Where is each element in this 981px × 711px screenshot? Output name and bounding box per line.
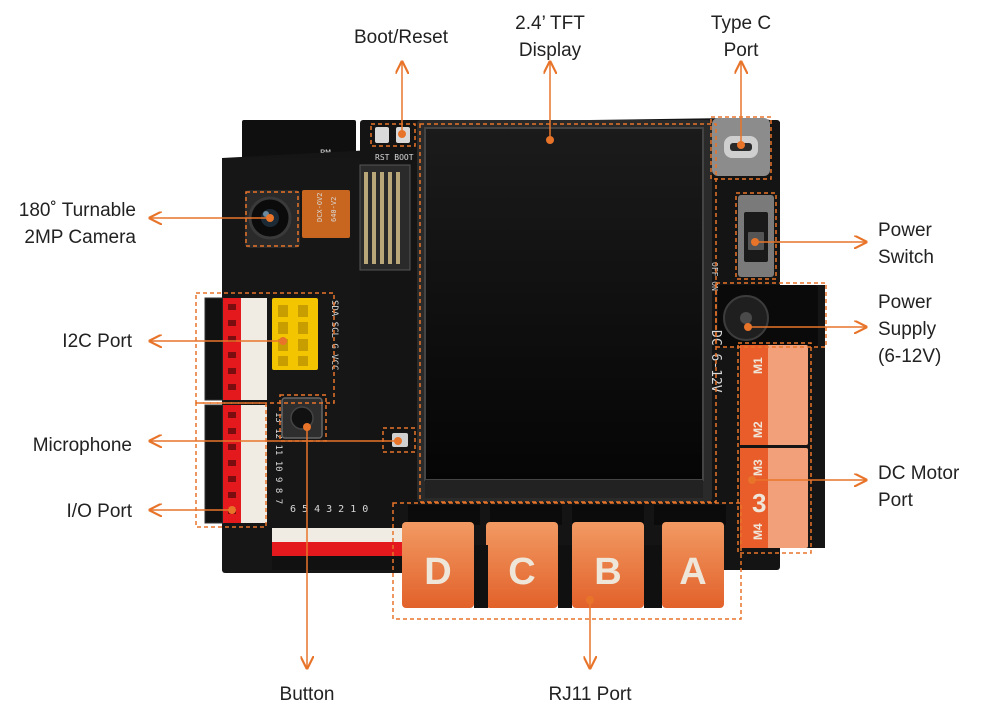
motor-label-m4: M4 [751, 523, 765, 540]
silk-io-side: 13 12 11 10 9 8 7 [273, 412, 283, 504]
dot-power-supply [744, 323, 752, 331]
callout-microphone: Microphone [0, 432, 132, 459]
rj11-ports: D C B A [402, 505, 726, 608]
dot-rj11 [586, 596, 594, 604]
silk-switch: OFF ON [710, 262, 719, 291]
io-port-box [195, 402, 267, 528]
callout-camera-line-2: 2MP Camera [24, 227, 136, 248]
leader-dots [228, 130, 759, 604]
dot-microphone [394, 437, 402, 445]
microphone-box [382, 427, 416, 453]
tft-display [417, 120, 712, 502]
callout-io-port-line-1: I/O Port [66, 501, 132, 522]
dot-type-c [737, 141, 745, 149]
callout-i2c-port-line-1: I2C Port [62, 331, 132, 352]
motor-label-m2: M2 [751, 421, 765, 438]
callout-dc-motor: DC Motor Port [878, 460, 978, 514]
i2c-connector: SDA SCL G VCC [272, 298, 339, 370]
callout-power-supply: Power Supply (6-12V) [878, 289, 978, 370]
callout-power-switch-line-1: Power [878, 220, 932, 241]
rj11-box [392, 502, 742, 620]
callout-rj11: RJ11 Port [520, 681, 660, 708]
boot-reset-box [370, 123, 416, 147]
callout-button: Button [247, 681, 367, 708]
callout-microphone-line-1: Microphone [32, 435, 132, 456]
callout-button-line-1: Button [279, 684, 335, 705]
callout-tft-display: 2.4’ TFT Display [490, 10, 610, 64]
camera-module: DCX-OV2 640-V2 [245, 164, 411, 271]
svg-text:640-V2: 640-V2 [330, 197, 338, 222]
dot-boot-reset [398, 130, 406, 138]
dot-button [303, 423, 311, 431]
leader-lines [150, 62, 866, 668]
callout-power-supply-line-3: (6-12V) [878, 346, 942, 367]
silk-rst-boot: RST BOOT [375, 153, 414, 162]
motor-center-glyph: 3 [752, 488, 766, 518]
rj11-letter-b: B [594, 551, 621, 593]
callout-boot-reset: Boot/Reset [336, 24, 466, 51]
rj11-letter-a: A [679, 551, 706, 593]
rj11-letter-c: C [508, 551, 535, 593]
callout-camera: 180˚ Turnable 2MP Camera [0, 197, 136, 251]
dot-i2c [279, 337, 287, 345]
motor-label-m1: M1 [751, 357, 765, 374]
callout-dc-motor-line-2: Port [878, 490, 913, 511]
motor-terminals: M1 M2 M3 M4 3 [740, 345, 808, 548]
callout-type-c: Type C Port [691, 10, 791, 64]
rj11-letter-d: D [424, 551, 451, 593]
dot-tft-display [546, 136, 554, 144]
callout-dc-motor-line-1: DC Motor [878, 463, 960, 484]
callout-boot-reset-line-1: Boot/Reset [354, 27, 448, 48]
dc-motor-box [737, 342, 812, 554]
callout-camera-line-1: 180˚ Turnable [18, 200, 136, 221]
callout-power-supply-line-2: Supply [878, 319, 937, 340]
dot-camera [266, 214, 274, 222]
callout-rj11-line-1: RJ11 Port [548, 684, 632, 705]
bottom-header: 6 5 4 3 2 1 0 [272, 504, 402, 570]
silk-io-numbers: 6 5 4 3 2 1 0 [290, 504, 368, 515]
highlight-boxes [195, 116, 827, 620]
callout-type-c-line-1: Type C [710, 13, 772, 34]
callout-power-switch-line-2: Switch [878, 247, 934, 268]
push-button [281, 397, 323, 439]
callout-tft-display-line-2: Display [518, 40, 582, 61]
callout-tft-display-line-1: 2.4’ TFT [515, 13, 585, 34]
dc-barrel-jack: DC 6-12V [708, 285, 818, 393]
callout-type-c-line-2: Port [723, 40, 759, 61]
callout-power-switch: Power Switch [878, 217, 978, 271]
callout-power-supply-line-1: Power [878, 292, 932, 313]
i2c-box [195, 292, 335, 404]
power-switch-component: OFF ON [710, 195, 774, 291]
callout-io-port: I/O Port [0, 498, 132, 525]
left-headers: 13 12 11 10 9 8 7 [204, 297, 283, 524]
camera-box [245, 191, 299, 247]
callout-i2c-port: I2C Port [0, 328, 132, 355]
motor-label-m3: M3 [751, 459, 765, 476]
dot-power-switch [751, 238, 759, 246]
dot-io-port [228, 506, 236, 514]
svg-text:DCX-OV2: DCX-OV2 [316, 192, 324, 222]
power-supply-box [715, 282, 827, 348]
dot-dc-motor [748, 476, 756, 484]
silk-i2c: SDA SCL G VCC [329, 300, 339, 370]
